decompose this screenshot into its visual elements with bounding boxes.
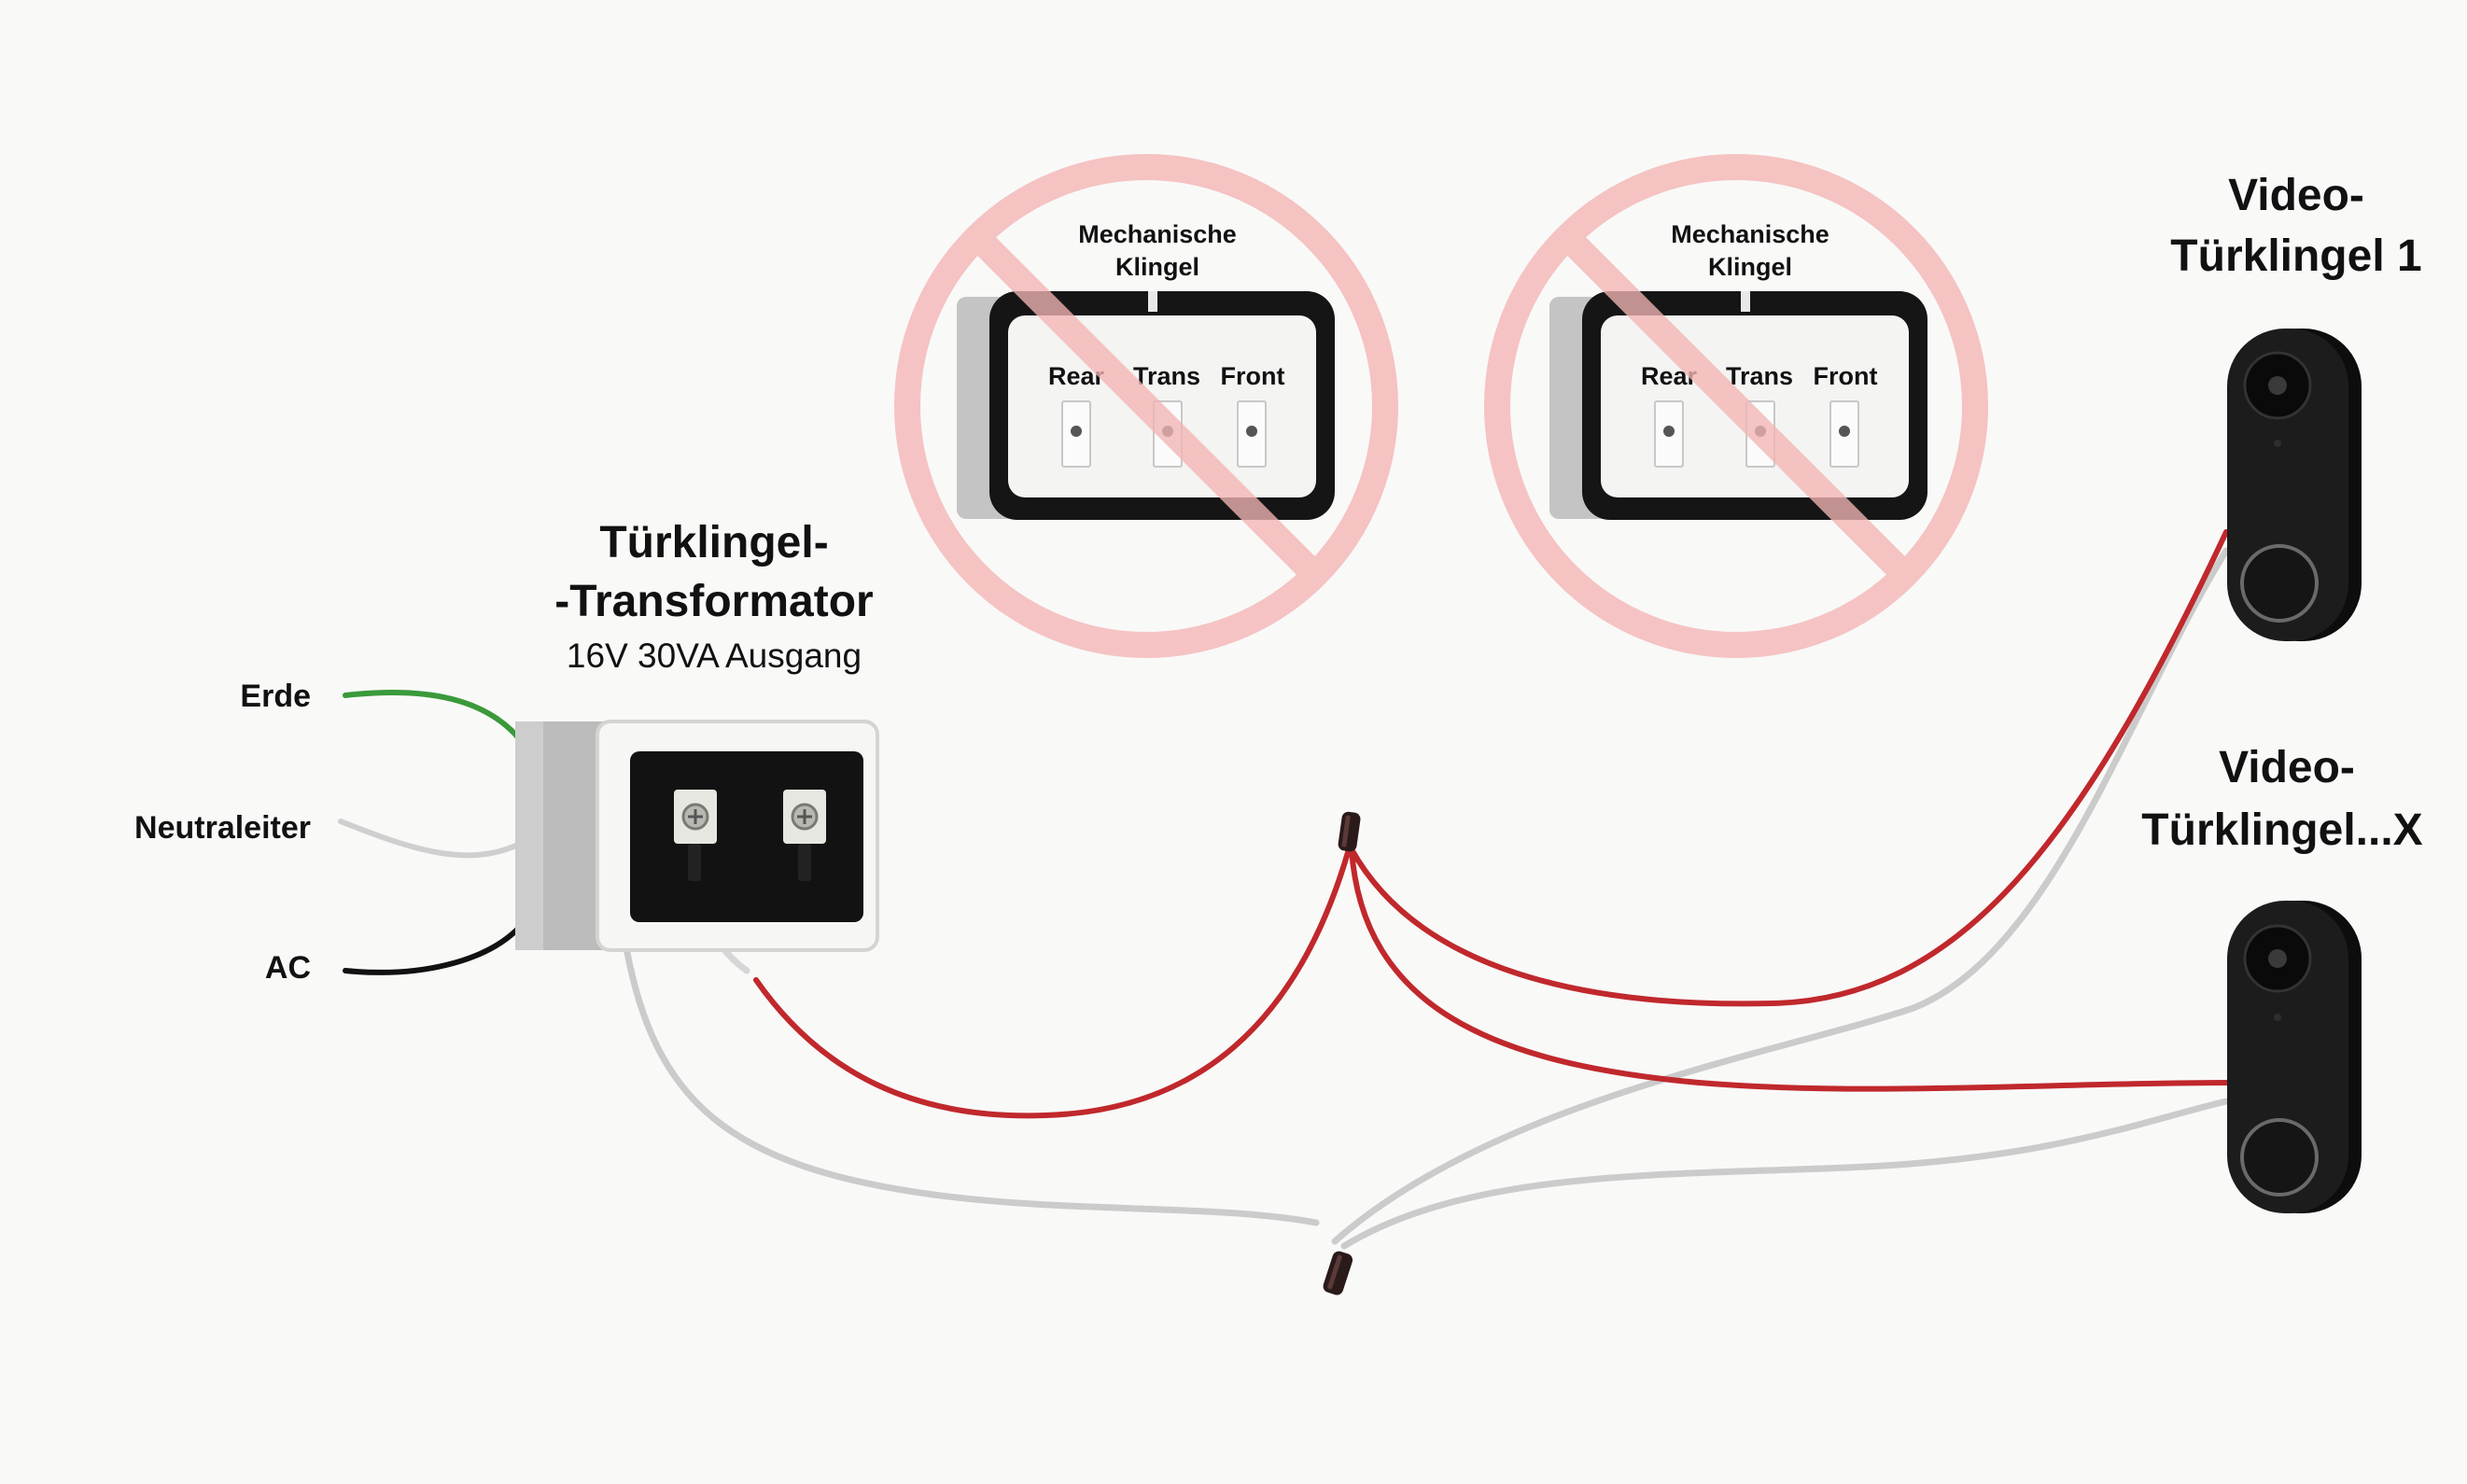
doorbell-1-title-line2: Türklingel 1 (2170, 231, 2421, 281)
wire-nut-icon (1323, 1251, 1353, 1295)
transformer-title-line2: -Transformator (554, 577, 873, 626)
mains-wires (338, 690, 521, 975)
chime-2-terminal-trans: Trans (1726, 362, 1793, 390)
doorbell-x-title-line2: Türklingel...X (2141, 805, 2422, 855)
video-doorbell-icon (2227, 329, 2362, 641)
white-wire-main (622, 939, 1320, 1226)
mechanical-chime-2: Rear Trans Front Mechanische Klingel (1484, 154, 1988, 658)
white-wire-to-doorbell-x (1340, 1098, 2230, 1250)
red-wire-to-doorbell-x (1349, 847, 2234, 1092)
chime-1-terminal-front: Front (1221, 362, 1285, 390)
video-doorbell-1: Video- Türklingel 1 (2170, 171, 2422, 641)
chime-2-terminal-front: Front (1814, 362, 1878, 390)
chime-2-title-line2: Klingel (1708, 253, 1792, 281)
transformer-rating: 16V 30VA Ausgang (567, 637, 862, 675)
screw-icon (674, 790, 717, 844)
transformer-side-shade (515, 721, 543, 950)
chime-1-terminal-trans: Trans (1133, 362, 1200, 390)
red-wire-from-transformer (753, 847, 1352, 1119)
video-doorbell-x: Video- Türklingel...X (2141, 743, 2423, 1213)
transformer-terminal-block (630, 751, 863, 922)
chime-1-title-line1: Mechanische (1078, 220, 1237, 248)
doorbell-1-title-line1: Video- (2228, 171, 2364, 220)
neutral-label: Neutraleiter (134, 810, 311, 846)
chime-2-title-line1: Mechanische (1671, 220, 1829, 248)
ground-wire (343, 690, 521, 740)
mechanical-chime-1: Rear Trans Front Mechanische Klingel (894, 154, 1398, 658)
ac-wire (343, 926, 521, 975)
red-wire-to-doorbell-1 (1349, 529, 2229, 1007)
transformer-icon (515, 720, 879, 952)
video-doorbell-icon (2227, 901, 2362, 1213)
white-wire-to-doorbell-1 (1331, 547, 2230, 1245)
wire-nut-icon (1338, 811, 1361, 852)
ac-label: AC (265, 950, 311, 986)
chime-1-title-line2: Klingel (1115, 253, 1199, 281)
neutral-wire (338, 819, 521, 859)
transformer-title-line1: Türklingel- (599, 518, 828, 567)
prohibited-sign-icon (894, 154, 1398, 658)
ground-label: Erde (240, 679, 311, 714)
doorbell-x-title-line1: Video- (2219, 743, 2355, 792)
screw-icon (783, 790, 826, 844)
prohibited-sign-icon (1484, 154, 1988, 658)
